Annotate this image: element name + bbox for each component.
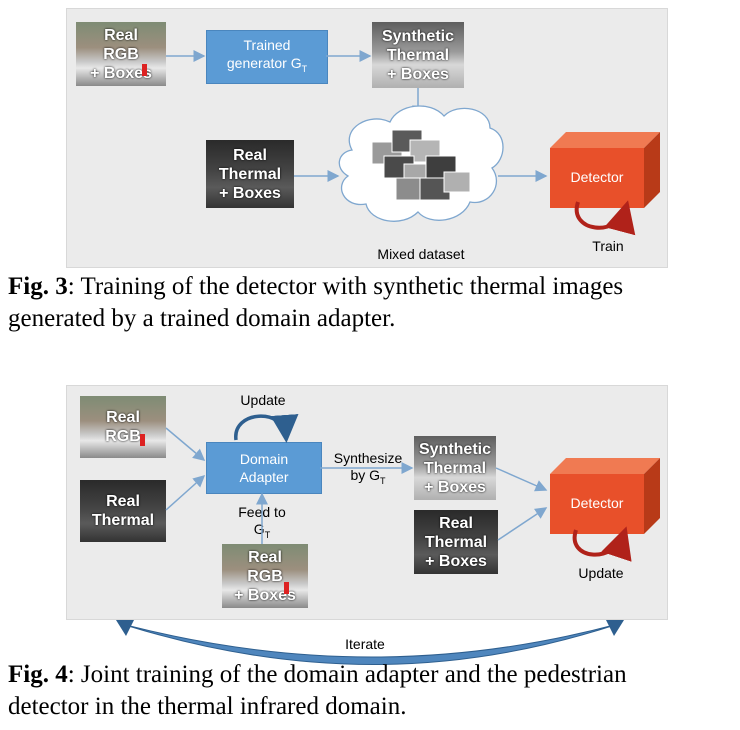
fig4-synthesize-line2: by GT <box>350 467 386 486</box>
fig3-train-label: Train <box>592 238 624 254</box>
fig4-thermal-line1: Real <box>106 493 140 510</box>
fig4-thermal-boxes-line3: + Boxes <box>425 552 487 570</box>
fig4-update-top-label: Update <box>240 392 286 408</box>
fig4-domain-adapter-box: Domain Adapter <box>206 442 322 494</box>
fig4-synth-line1: Synthetic <box>418 440 491 458</box>
pedestrian-figure <box>140 434 145 446</box>
fig4-synth-line2: Thermal <box>423 459 487 477</box>
fig3-synthetic-thermal-image: Synthetic Thermal + Boxes <box>372 22 464 88</box>
fig4-synthesize-line1: Synthesize <box>333 450 403 466</box>
fig4-adapter-line1: Domain <box>239 451 289 467</box>
fig4-feed-line2: GT <box>253 521 271 540</box>
fig3-thermal-line2: Thermal <box>218 165 282 183</box>
fig4-synthesize-label: Synthesize by GT <box>326 450 410 490</box>
fig3-synth-line3: + Boxes <box>387 65 449 83</box>
fig4-iterate-label: Iterate <box>345 636 385 652</box>
fig3-caption-line1: Fig. 3: Training of the detector with sy… <box>8 273 624 300</box>
fig4-real-thermal-boxes-image: Real Thermal + Boxes <box>414 510 498 574</box>
fig4-arrow-synth-to-detector <box>495 467 548 492</box>
fig4-detector-update-cycle-arrow <box>572 526 632 562</box>
fig4-real-rgb-image: Real RGB <box>80 396 166 458</box>
fig4-synthetic-thermal-image: Synthetic Thermal + Boxes <box>414 436 496 500</box>
pedestrian-figure <box>284 582 289 594</box>
fig4-thermal-boxes-line2: Thermal <box>424 533 488 551</box>
fig3-synth-line2: Thermal <box>386 46 450 64</box>
fig4-iterate-arrowhead-right <box>606 620 624 636</box>
fig4-arrow-thermal-to-adapter <box>165 474 206 511</box>
fig3-thermal-line1: Real <box>233 146 267 164</box>
fig4-update-cycle-arrow <box>234 414 299 443</box>
fig4-real-thermal-image: Real Thermal <box>80 480 166 542</box>
fig4-rgb-boxes-line2: RGB <box>247 567 283 585</box>
fig4-rgb-boxes-line1: Real <box>248 548 282 566</box>
fig4-arrow-rgb-to-adapter <box>165 427 206 461</box>
fig4-adapter-line2: Adapter <box>239 469 289 485</box>
fig3-real-rgb-image: Real RGB + Boxes <box>76 22 166 86</box>
fig3-detector-box <box>550 132 660 208</box>
fig4-arrow-thermal-to-detector <box>497 507 548 541</box>
fig4-synth-line3: + Boxes <box>424 478 486 496</box>
fig3-thermal-line3: + Boxes <box>219 184 281 202</box>
fig4-caption-line1: Fig. 4: Joint training of the domain ada… <box>8 661 627 688</box>
fig3-generator-line2: generator GT <box>226 55 308 74</box>
fig4-detector-box <box>550 458 660 534</box>
fig4-detector-label: Detector <box>571 495 624 511</box>
fig4-thermal-boxes-line1: Real <box>439 514 473 532</box>
fig3-mixed-dataset-label: Mixed dataset <box>377 246 465 262</box>
fig4-caption-line2: detector in the thermal infrared domain. <box>8 693 407 720</box>
fig3-rgb-line2: RGB <box>103 45 139 63</box>
fig3-trained-generator-box: Trained generator GT <box>206 30 328 84</box>
fig3-generator-line1: Trained <box>243 37 291 54</box>
fig4-rgb-boxes-line3: + Boxes <box>234 586 296 604</box>
fig4-iterate-arrowhead-left <box>116 620 134 636</box>
fig4-rgb-line1: Real <box>106 409 140 426</box>
fig3-caption-line2: generated by a trained domain adapter. <box>8 305 396 332</box>
fig3-rgb-line1: Real <box>104 26 138 44</box>
fig3-mixed-image-stack <box>371 129 471 201</box>
fig3-detector-label: Detector <box>571 169 624 185</box>
fig4-rgb-line2: RGB <box>105 428 141 445</box>
fig3-synth-line1: Synthetic <box>381 27 454 45</box>
fig4-update-label: Update <box>578 565 624 581</box>
fig4-thermal-line2: Thermal <box>91 512 155 529</box>
fig4-real-rgb-boxes-image: Real RGB + Boxes <box>222 544 308 608</box>
fig3-real-thermal-image: Real Thermal + Boxes <box>206 140 294 208</box>
fig3-train-cycle-arrow <box>574 200 636 236</box>
fig4-iterate-arrow <box>121 623 619 665</box>
fig3-rgb-line3: + Boxes <box>90 64 152 82</box>
pedestrian-figure <box>142 64 147 76</box>
